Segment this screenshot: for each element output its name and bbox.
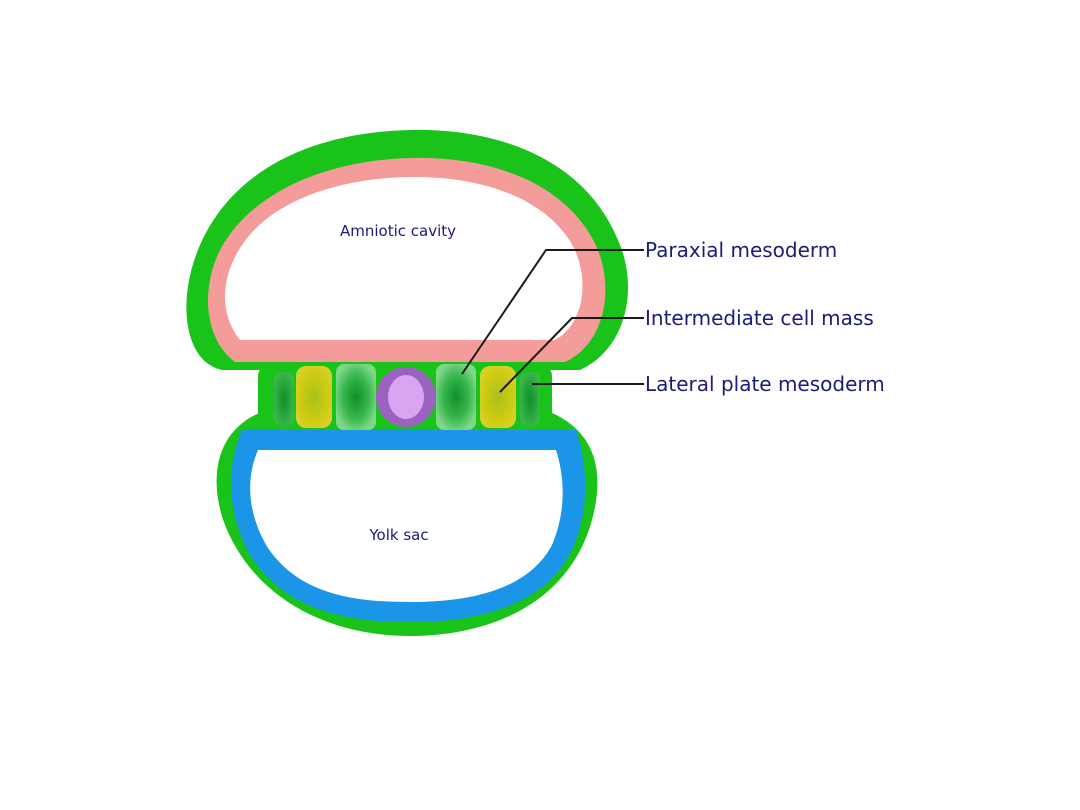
paraxial-mesoderm-label: Paraxial mesoderm <box>645 238 837 262</box>
intermediate-leader-line <box>499 317 644 393</box>
paraxial-mesoderm-left <box>336 364 376 430</box>
notochord-core <box>388 375 424 419</box>
lateral-plate-mesoderm-label: Lateral plate mesoderm <box>645 372 885 396</box>
paraxial-mesoderm-right <box>436 364 476 430</box>
yolk-sac-label: Yolk sac <box>368 526 428 544</box>
lateral-plate-left <box>274 372 294 426</box>
amniotic-cavity <box>225 176 583 340</box>
intermediate-cell-mass-right <box>480 366 516 428</box>
intermediate-cell-mass-left <box>296 366 332 428</box>
mesoderm-band <box>274 364 540 430</box>
amniotic-cavity-label: Amniotic cavity <box>340 222 456 240</box>
intermediate-cell-mass-label: Intermediate cell mass <box>645 306 874 330</box>
yolk-sac-cavity <box>250 450 563 602</box>
lateral-plate-right <box>520 372 540 426</box>
paraxial-leader-line <box>461 249 644 375</box>
